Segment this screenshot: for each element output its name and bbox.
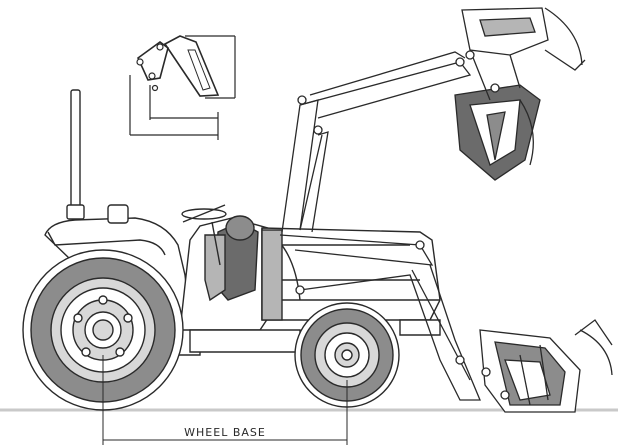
bucket-detail-inset [129,35,236,140]
front-wheel [294,302,400,408]
raised-bucket [454,7,586,181]
loader-arm-raised [281,51,472,233]
wheel-base-label: WHEEL BASE [184,426,266,439]
wheel-base-dimension [102,355,348,445]
loader-arm-lowered [279,234,481,401]
exhaust-pipe [66,89,85,220]
lowered-bucket [479,319,613,413]
rear-wheel [22,249,184,411]
